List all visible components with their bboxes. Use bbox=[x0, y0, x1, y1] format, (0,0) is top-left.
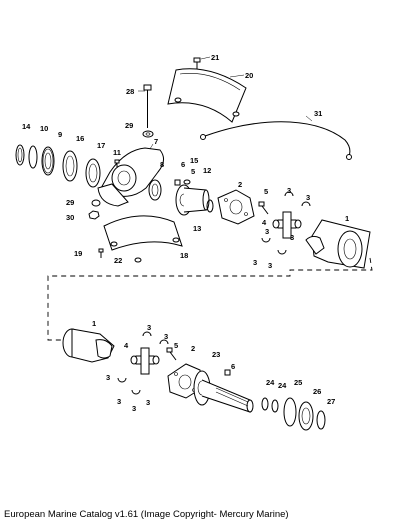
part-10-ring bbox=[28, 145, 38, 169]
label-1-top: 1 bbox=[345, 214, 349, 223]
label-5-top: 5 bbox=[191, 167, 195, 176]
copyright-caption: European Marine Catalog v1.61 (Image Cop… bbox=[4, 509, 289, 520]
label-29-top: 29 bbox=[125, 121, 133, 130]
part-4-universal-joint bbox=[272, 211, 302, 239]
part-24-ring bbox=[261, 397, 279, 413]
dashed-connector bbox=[47, 257, 373, 341]
label-3-b: 3 bbox=[306, 193, 310, 202]
label-4-lower: 4 bbox=[124, 341, 129, 350]
label-19: 19 bbox=[74, 249, 82, 258]
part-13-ring bbox=[206, 199, 214, 213]
label-30: 30 bbox=[66, 213, 74, 222]
label-3-l: 3 bbox=[146, 398, 150, 407]
part-28-bolt bbox=[138, 84, 152, 128]
part-27-ring bbox=[316, 410, 326, 430]
label-5-mid: 5 bbox=[264, 187, 268, 196]
part-7-bracket bbox=[97, 143, 164, 207]
label-21: 21 bbox=[211, 53, 219, 62]
part-31-cable bbox=[200, 115, 352, 160]
label-3-e: 3 bbox=[253, 258, 257, 267]
label-16: 16 bbox=[76, 134, 84, 143]
part-2-yoke bbox=[217, 189, 255, 225]
label-3-h: 3 bbox=[164, 332, 168, 341]
part-14-ring bbox=[15, 144, 25, 166]
label-18: 18 bbox=[180, 251, 188, 260]
part-18-lower-cover bbox=[103, 215, 183, 251]
label-1-lower: 1 bbox=[92, 319, 96, 328]
part-12-flange bbox=[175, 184, 210, 216]
label-3-c: 3 bbox=[265, 227, 269, 236]
label-3-g: 3 bbox=[147, 323, 151, 332]
label-4-top: 4 bbox=[262, 218, 267, 227]
label-24-a: 24 bbox=[266, 378, 275, 387]
label-6: 6 bbox=[181, 160, 185, 169]
part-17-bearing bbox=[85, 158, 101, 188]
label-25: 25 bbox=[294, 378, 302, 387]
label-20: 20 bbox=[245, 71, 253, 80]
part-8-ring bbox=[148, 179, 162, 201]
part-25-ring bbox=[283, 397, 297, 427]
label-8: 8 bbox=[160, 160, 164, 169]
label-27: 27 bbox=[327, 397, 335, 406]
label-3-f: 3 bbox=[268, 261, 272, 270]
label-23: 23 bbox=[212, 350, 220, 359]
label-13: 13 bbox=[193, 224, 201, 233]
label-28: 28 bbox=[126, 87, 134, 96]
part-29-washer bbox=[142, 130, 154, 138]
part-19-screw bbox=[98, 248, 104, 258]
part-number-labels: 21 20 28 31 14 10 9 16 29 7 17 11 8 6 15… bbox=[22, 53, 349, 413]
label-29-lower: 29 bbox=[66, 198, 74, 207]
label-9: 9 bbox=[58, 130, 62, 139]
label-12: 12 bbox=[203, 166, 211, 175]
label-14: 14 bbox=[22, 122, 31, 131]
part-3-snap-ring bbox=[261, 191, 311, 255]
label-11: 11 bbox=[113, 148, 121, 157]
label-6-lower: 6 bbox=[231, 362, 235, 371]
label-3-d: 3 bbox=[290, 233, 294, 242]
part-1-driveshaft bbox=[305, 219, 371, 269]
label-17: 17 bbox=[97, 141, 105, 150]
label-7: 7 bbox=[154, 137, 158, 146]
label-15: 15 bbox=[190, 156, 198, 165]
label-31: 31 bbox=[314, 109, 322, 118]
part-6-nut bbox=[174, 179, 181, 186]
label-3-a: 3 bbox=[287, 186, 291, 195]
label-24-b: 24 bbox=[278, 381, 287, 390]
part-5-screw-lower bbox=[166, 347, 177, 361]
part-29-washer-lower bbox=[91, 199, 101, 207]
label-3-j: 3 bbox=[117, 397, 121, 406]
label-26: 26 bbox=[313, 387, 321, 396]
label-10: 10 bbox=[40, 124, 48, 133]
part-9-bearing bbox=[41, 146, 55, 176]
label-2-lower: 2 bbox=[191, 344, 195, 353]
label-5-lower: 5 bbox=[174, 341, 178, 350]
part-15-washer bbox=[183, 179, 191, 185]
label-3-k: 3 bbox=[132, 404, 136, 413]
label-22: 22 bbox=[114, 256, 122, 265]
part-11-screw bbox=[114, 159, 120, 168]
label-2-top: 2 bbox=[238, 180, 242, 189]
part-6-nut-lower bbox=[224, 369, 231, 376]
part-22-washer bbox=[134, 257, 142, 263]
part-4-universal-joint-lower bbox=[130, 347, 160, 375]
part-26-bearing bbox=[298, 401, 314, 431]
exploded-parts-diagram: 21 20 28 31 14 10 9 16 29 7 17 11 8 6 15… bbox=[15, 53, 373, 431]
part-1-driveshaft-lower bbox=[62, 328, 115, 363]
label-3-i: 3 bbox=[106, 373, 110, 382]
part-5-screw bbox=[258, 201, 269, 215]
part-30-nut bbox=[88, 210, 100, 220]
part-20-cover bbox=[167, 68, 247, 123]
part-23-shaft bbox=[193, 370, 254, 413]
part-16-seal bbox=[62, 150, 78, 182]
part-3-snap-ring-lower bbox=[117, 331, 169, 395]
